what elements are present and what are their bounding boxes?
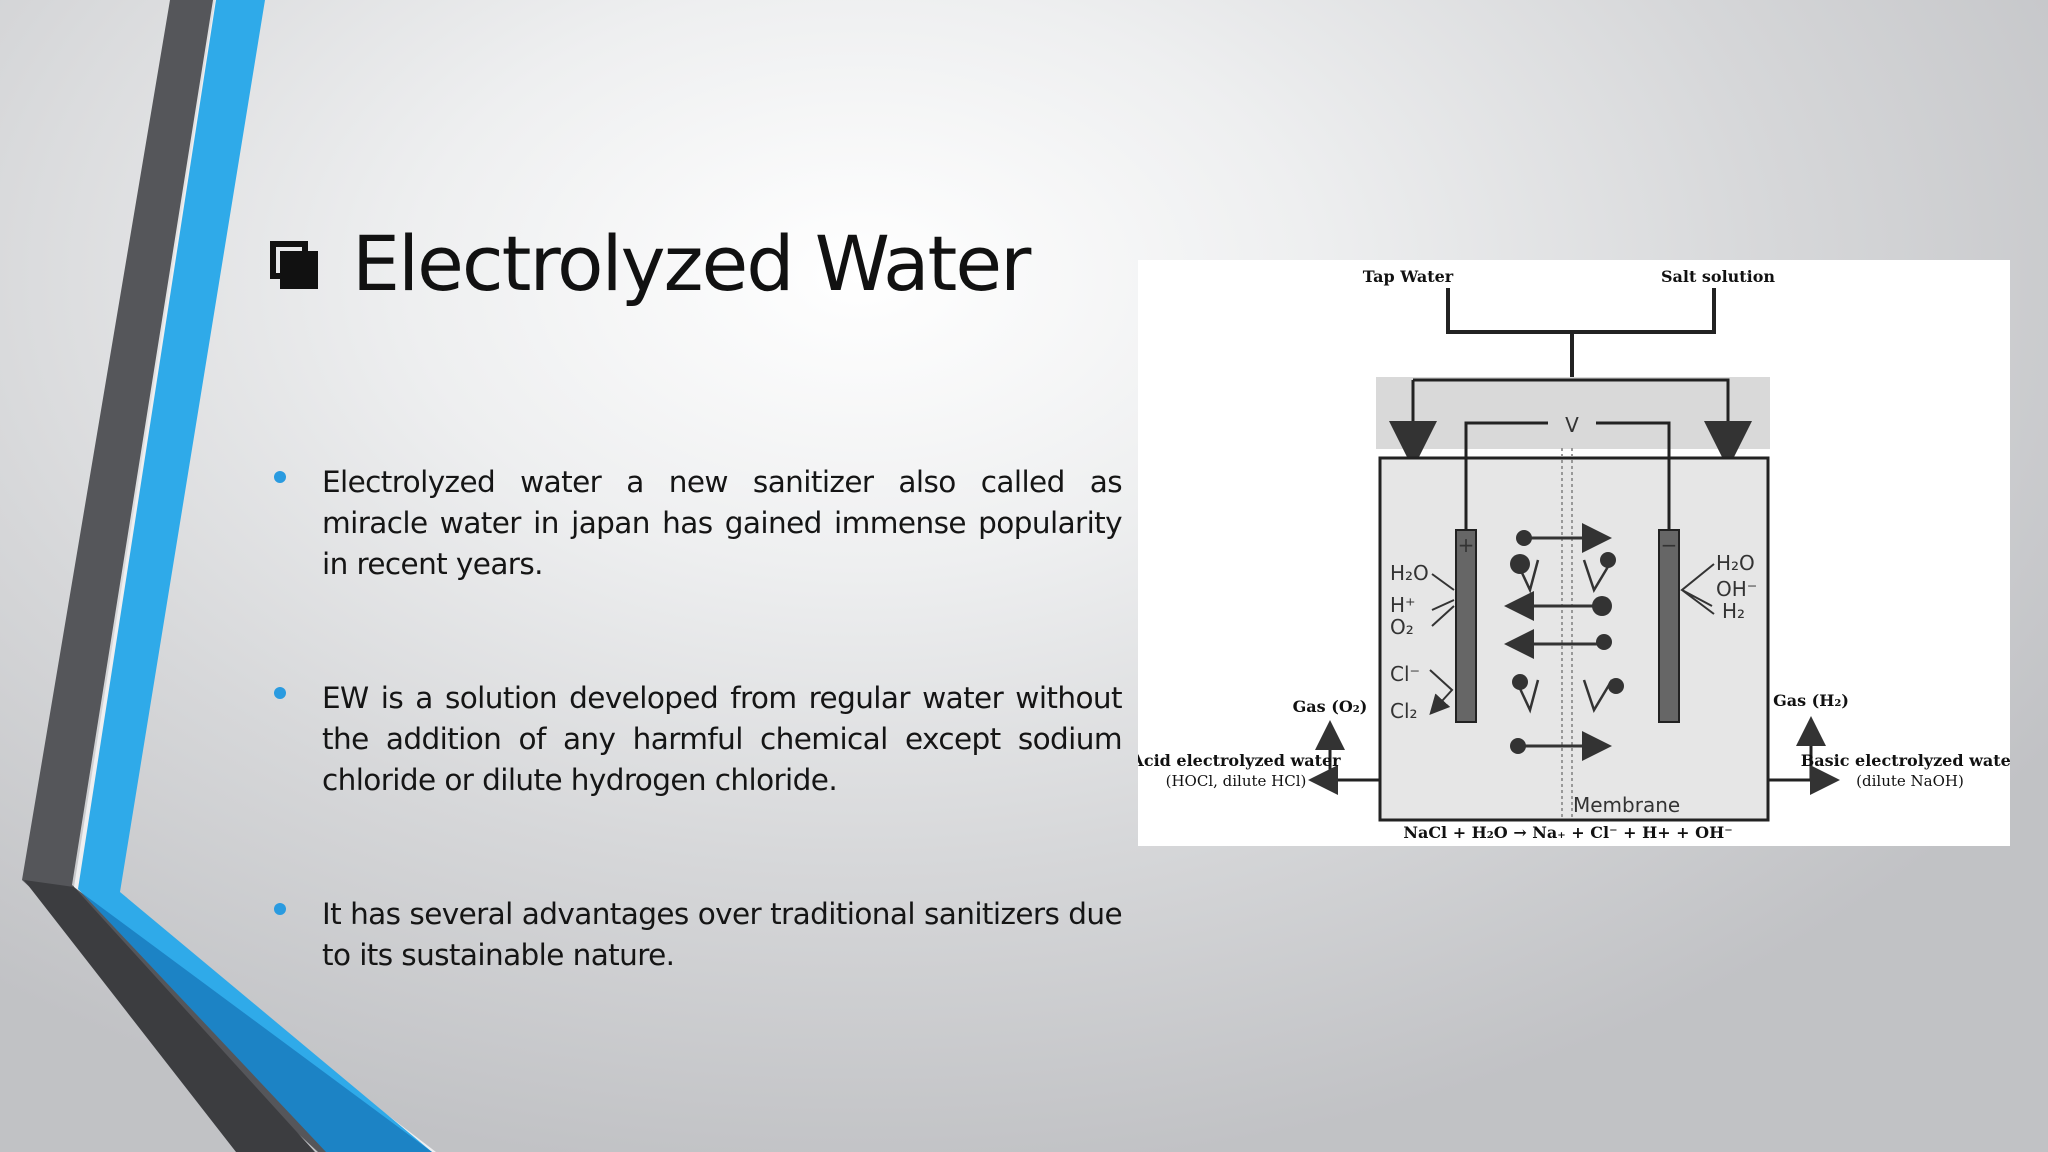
left-species-h2o: H₂O	[1390, 561, 1429, 585]
ion-oh-icon	[1592, 596, 1612, 616]
bullet-text: It has several advantages over tradition…	[322, 897, 1123, 972]
ion-cl-icon	[1516, 530, 1532, 546]
anode-sign: +	[1458, 533, 1475, 557]
ion-na-icon	[1600, 552, 1616, 568]
acid-water-label: Acid electrolyzed water	[1138, 751, 1341, 770]
cathode-sign: −	[1661, 533, 1678, 557]
right-species-h2o: H₂O	[1716, 551, 1755, 575]
ion-na-icon	[1510, 738, 1526, 754]
bullet-item: EW is a solution developed from regular …	[270, 678, 1123, 801]
electrolysis-cell-figure: Tap Water Salt solution V Membrane + − H…	[1138, 267, 2010, 842]
bullet-text: EW is a solution developed from regular …	[322, 681, 1123, 797]
bullet-dot-icon	[274, 687, 286, 699]
membrane-label: Membrane	[1573, 793, 1680, 817]
salt-solution-label: Salt solution	[1661, 267, 1775, 286]
right-species-h2: H₂	[1722, 599, 1745, 623]
ion-oh-icon	[1510, 554, 1530, 574]
left-species-cl-ion: Cl⁻	[1390, 662, 1420, 686]
reaction-equation: NaCl + H₂O → Na₊ + Cl⁻ + H+ + OH⁻	[1403, 823, 1732, 842]
checkbox-bullet-icon	[270, 241, 318, 289]
voltage-label: V	[1565, 413, 1579, 437]
bullet-item: It has several advantages over tradition…	[270, 894, 1123, 976]
bullet-dot-icon	[274, 471, 286, 483]
gas-h2-label: Gas (H₂)	[1773, 691, 1849, 710]
acid-water-sub: (HOCl, dilute HCl)	[1166, 772, 1307, 790]
ion-cl-icon	[1512, 674, 1528, 690]
ion-cl-icon	[1596, 634, 1612, 650]
left-species-o2: O₂	[1390, 615, 1414, 639]
bullet-item: Electrolyzed water a new sanitizer also …	[270, 462, 1123, 585]
left-species-h: H⁺	[1390, 593, 1416, 617]
slide-title: Electrolyzed Water	[270, 208, 1031, 318]
right-species-oh: OH⁻	[1716, 577, 1757, 601]
electrolysis-diagram: Tap Water Salt solution V Membrane + − H…	[1138, 260, 2010, 846]
bullet-list: Electrolyzed water a new sanitizer also …	[270, 462, 1123, 1069]
tap-water-label: Tap Water	[1363, 267, 1454, 286]
left-species-cl2: Cl₂	[1390, 699, 1418, 723]
basic-water-sub: (dilute NaOH)	[1856, 772, 1964, 790]
bullet-dot-icon	[274, 903, 286, 915]
ion-na-icon	[1608, 678, 1624, 694]
gas-o2-label: Gas (O₂)	[1293, 697, 1368, 716]
slide-title-text: Electrolyzed Water	[352, 218, 1031, 308]
basic-water-label: Basic electrolyzed water	[1801, 751, 2010, 770]
bullet-text: Electrolyzed water a new sanitizer also …	[322, 465, 1123, 581]
